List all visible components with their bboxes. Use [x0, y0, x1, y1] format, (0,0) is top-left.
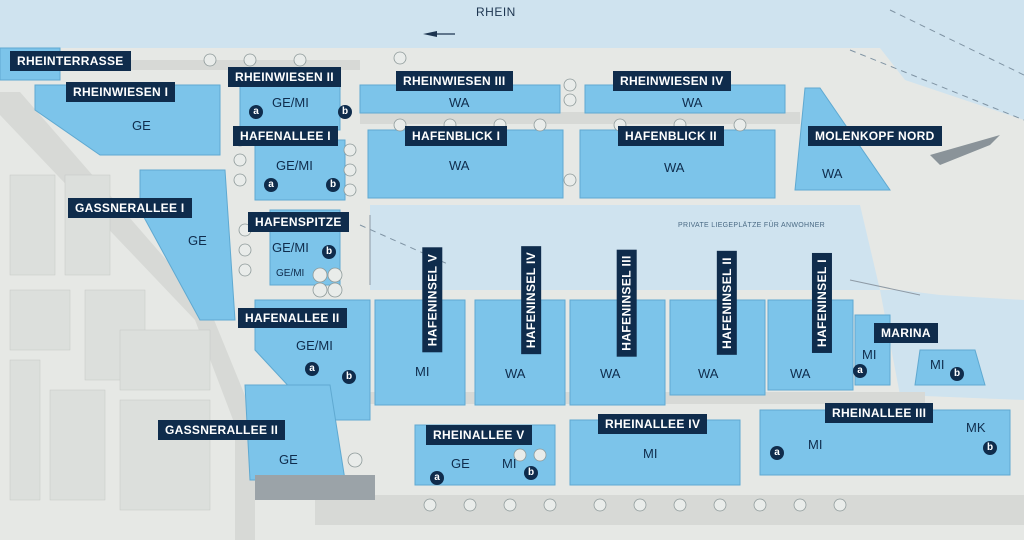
- label-rheinwiesen-i: RHEINWIESEN I: [66, 82, 176, 102]
- zone-code: MI: [643, 446, 658, 461]
- label-hafenallee-i: HAFENALLEE I: [233, 126, 338, 146]
- label-gassnerallee-i: GASSNERALLEE I: [68, 198, 192, 218]
- river-label: RHEIN: [476, 5, 516, 19]
- label-rheinallee-iii: RHEINALLEE III: [825, 403, 934, 423]
- zone-code: GE: [279, 452, 298, 467]
- zone-code: GE/MI: [276, 268, 305, 279]
- zone-code: WA: [664, 160, 685, 175]
- badge-a: a: [264, 178, 278, 192]
- label-hafenspitze: HAFENSPITZE: [248, 212, 349, 232]
- badge-b: b: [950, 367, 964, 381]
- private-mooring-note: PRIVATE LIEGEPLÄTZE FÜR ANWOHNER: [678, 222, 826, 229]
- label-hafeninsel-iii: HAFENINSEL III: [616, 249, 637, 357]
- zone-code: MI: [415, 364, 430, 379]
- badge-a: a: [853, 364, 867, 378]
- zone-code: MI: [502, 456, 517, 471]
- label-hafenblick-i: HAFENBLICK I: [405, 126, 508, 146]
- label-marina: MARINA: [874, 323, 938, 343]
- label-hafenblick-ii: HAFENBLICK II: [618, 126, 724, 146]
- label-rheinwiesen-ii: RHEINWIESEN II: [228, 67, 341, 87]
- zone-code: WA: [822, 166, 843, 181]
- label-hafeninsel-i: HAFENINSEL I: [811, 253, 832, 353]
- label-rheinallee-v: RHEINALLEE V: [426, 425, 532, 445]
- label-hafeninsel-v: HAFENINSEL V: [422, 247, 443, 353]
- flow-arrow: [423, 31, 437, 37]
- label-rheinwiesen-iv: RHEINWIESEN IV: [613, 71, 731, 91]
- label-hafeninsel-ii: HAFENINSEL II: [716, 251, 737, 355]
- zone-code: WA: [449, 158, 470, 173]
- zone-code: GE: [188, 233, 207, 248]
- label-rheinterrasse: RHEINTERRASSE: [10, 51, 131, 71]
- gray-building: [255, 475, 375, 500]
- zone-code: MI: [862, 347, 877, 362]
- upper-road: [0, 60, 360, 70]
- badge-b: b: [983, 441, 997, 455]
- label-molenkopf-nord: MOLENKOPF NORD: [808, 126, 942, 146]
- zone-code: GE: [132, 118, 151, 133]
- zone-code: MI: [808, 437, 823, 452]
- badge-b: b: [322, 245, 336, 259]
- badge-a: a: [770, 446, 784, 460]
- zone-code: WA: [790, 366, 811, 381]
- zone-code: GE/MI: [276, 158, 313, 173]
- pier-line: [889, 9, 1024, 76]
- label-rheinallee-iv: RHEINALLEE IV: [598, 414, 708, 434]
- badge-a: a: [305, 362, 319, 376]
- zone-code: GE/MI: [272, 95, 309, 110]
- zone-code: WA: [682, 95, 703, 110]
- label-gassnerallee-ii: GASSNERALLEE II: [158, 420, 286, 440]
- label-hafeninsel-iv: HAFENINSEL IV: [521, 245, 542, 355]
- zone-code: MI: [930, 357, 945, 372]
- pier-line: [849, 49, 1024, 121]
- label-rheinwiesen-iii: RHEINWIESEN III: [396, 71, 513, 91]
- arrow-mark: [930, 135, 1000, 165]
- badge-b: b: [342, 370, 356, 384]
- zone-code: WA: [505, 366, 526, 381]
- badge-a: a: [249, 105, 263, 119]
- zone-code: WA: [449, 95, 470, 110]
- zone-code: WA: [600, 366, 621, 381]
- label-hafenallee-ii: HAFENALLEE II: [238, 308, 347, 328]
- zone-code: MK: [966, 420, 986, 435]
- badge-b: b: [338, 105, 352, 119]
- zone-code: WA: [698, 366, 719, 381]
- badge-a: a: [430, 471, 444, 485]
- badge-b: b: [524, 466, 538, 480]
- zone-code: GE/MI: [272, 240, 309, 255]
- badge-b: b: [326, 178, 340, 192]
- upper-road: [360, 112, 800, 124]
- zone-code: GE: [451, 456, 470, 471]
- zone-code: GE/MI: [296, 338, 333, 353]
- rheinallee-road: [315, 495, 1024, 525]
